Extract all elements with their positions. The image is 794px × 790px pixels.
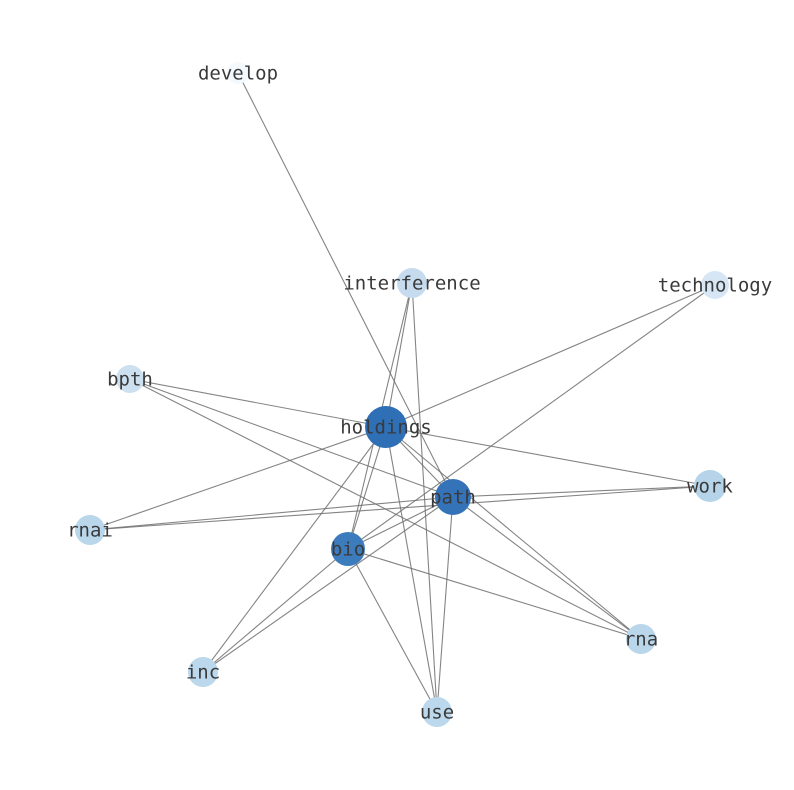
graph-node-technology[interactable]	[701, 271, 729, 299]
graph-node-bpth[interactable]	[116, 365, 144, 393]
graph-edge	[385, 284, 716, 428]
graph-edge	[202, 496, 454, 673]
graph-edge	[89, 496, 454, 531]
graph-edge	[385, 282, 413, 428]
graph-edge	[347, 284, 716, 550]
graph-edge	[129, 378, 454, 498]
graph-edge	[347, 496, 454, 550]
graph-edge	[347, 548, 438, 713]
graph-edge	[411, 282, 438, 713]
graph-edge	[347, 548, 642, 640]
graph-node-use[interactable]	[422, 697, 452, 727]
graph-node-interference[interactable]	[397, 268, 427, 298]
graph-node-inc[interactable]	[188, 657, 218, 687]
graph-node-develop[interactable]	[227, 62, 249, 84]
graph-node-work[interactable]	[694, 470, 726, 502]
graph-node-path[interactable]	[435, 479, 471, 515]
graph-edge	[452, 496, 642, 640]
graph-edge	[202, 548, 349, 673]
graph-edge	[385, 426, 642, 640]
graph-node-rnai[interactable]	[75, 515, 105, 545]
graph-edge	[89, 426, 387, 531]
edge-layer	[89, 72, 716, 713]
graph-edge	[385, 426, 711, 487]
graph-edge	[237, 72, 454, 498]
graph-edge	[452, 485, 711, 498]
graph-edge	[202, 426, 387, 673]
graph-node-rna[interactable]	[626, 624, 656, 654]
graph-edge	[347, 426, 387, 550]
graph-node-holdings[interactable]	[365, 406, 407, 448]
graph-edge	[385, 426, 438, 713]
graph-edge	[436, 496, 454, 713]
graph-edge	[129, 378, 387, 428]
node-layer	[75, 62, 729, 727]
graph-node-bio[interactable]	[331, 532, 365, 566]
